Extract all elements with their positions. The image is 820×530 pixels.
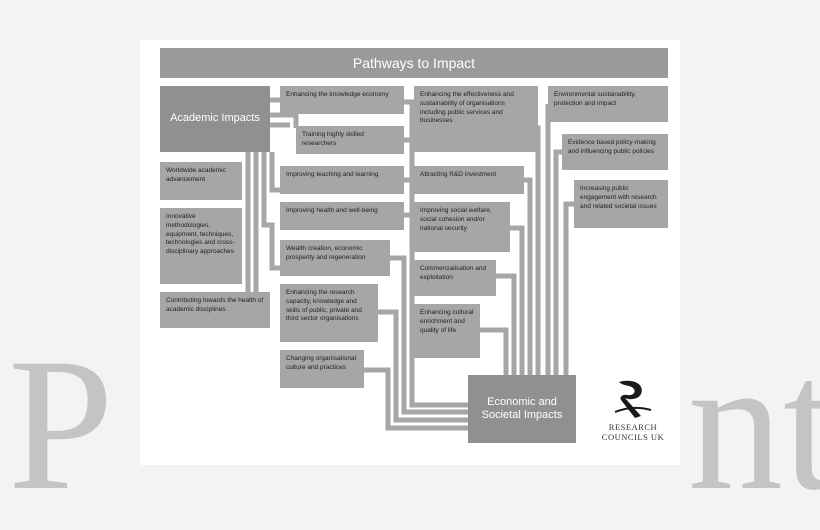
academic-item: Innovative methodologies, equipment, tec…	[160, 208, 242, 284]
rcuk-swoosh-icon	[614, 380, 652, 418]
impact-item: Changing organisational culture and prac…	[280, 350, 364, 388]
impact-item: Wealth creation, economic prosperity and…	[280, 240, 390, 276]
impact-item: Evidence based policy-making and influen…	[562, 134, 668, 170]
connector-line	[270, 112, 299, 128]
impact-item: Enhancing cultural enrichment and qualit…	[414, 304, 480, 358]
logo-text-line2: COUNCILS UK	[601, 432, 665, 443]
connector-line	[563, 201, 574, 375]
impact-item: Enhancing the effectiveness and sustaina…	[414, 86, 538, 152]
logo-text-line1: RESEARCH	[608, 422, 658, 432]
connector-lines	[245, 97, 574, 431]
connector-line	[478, 327, 509, 375]
impact-item: Improving health and well-being	[280, 202, 404, 230]
connector-line	[269, 152, 280, 193]
watermark-right: nt	[688, 320, 820, 530]
impact-item: Increasing public engagement with resear…	[574, 180, 668, 228]
diagram-canvas: P	[8, 40, 820, 520]
economic-societal-impacts-hub: Economic and Societal Impacts	[468, 375, 576, 443]
connector-line	[506, 225, 525, 375]
research-councils-uk-logo: RESEARCH COUNCILS UK	[590, 378, 676, 456]
connector-line	[378, 309, 468, 423]
academic-item: Worldwide academic advancement	[160, 162, 242, 200]
connector-line	[553, 149, 562, 375]
impact-item: Attracting R&D investment	[414, 166, 524, 194]
impact-item: Training highly skilled researchers	[296, 126, 404, 154]
impact-item: Environmental sustainability, protection…	[548, 86, 668, 122]
impact-item: Enhancing the research capacity, knowled…	[280, 284, 378, 342]
impact-item: Enhancing the knowledge economy	[280, 86, 404, 114]
connector-line	[364, 367, 468, 431]
academic-impacts-hub: Academic Impacts	[160, 86, 270, 152]
impact-item: Improving teaching and learning	[280, 166, 404, 194]
academic-item: Contributing towards the health of acade…	[160, 292, 270, 328]
connector-line	[390, 255, 468, 415]
impact-item: Commercialisation and exploitation	[414, 260, 496, 296]
diagram-title: Pathways to Impact	[160, 48, 668, 78]
connector-line	[494, 273, 517, 375]
impact-item: Improving social welfare, social cohesio…	[414, 202, 510, 252]
connector-line	[261, 152, 280, 271]
connector-line	[404, 99, 468, 408]
